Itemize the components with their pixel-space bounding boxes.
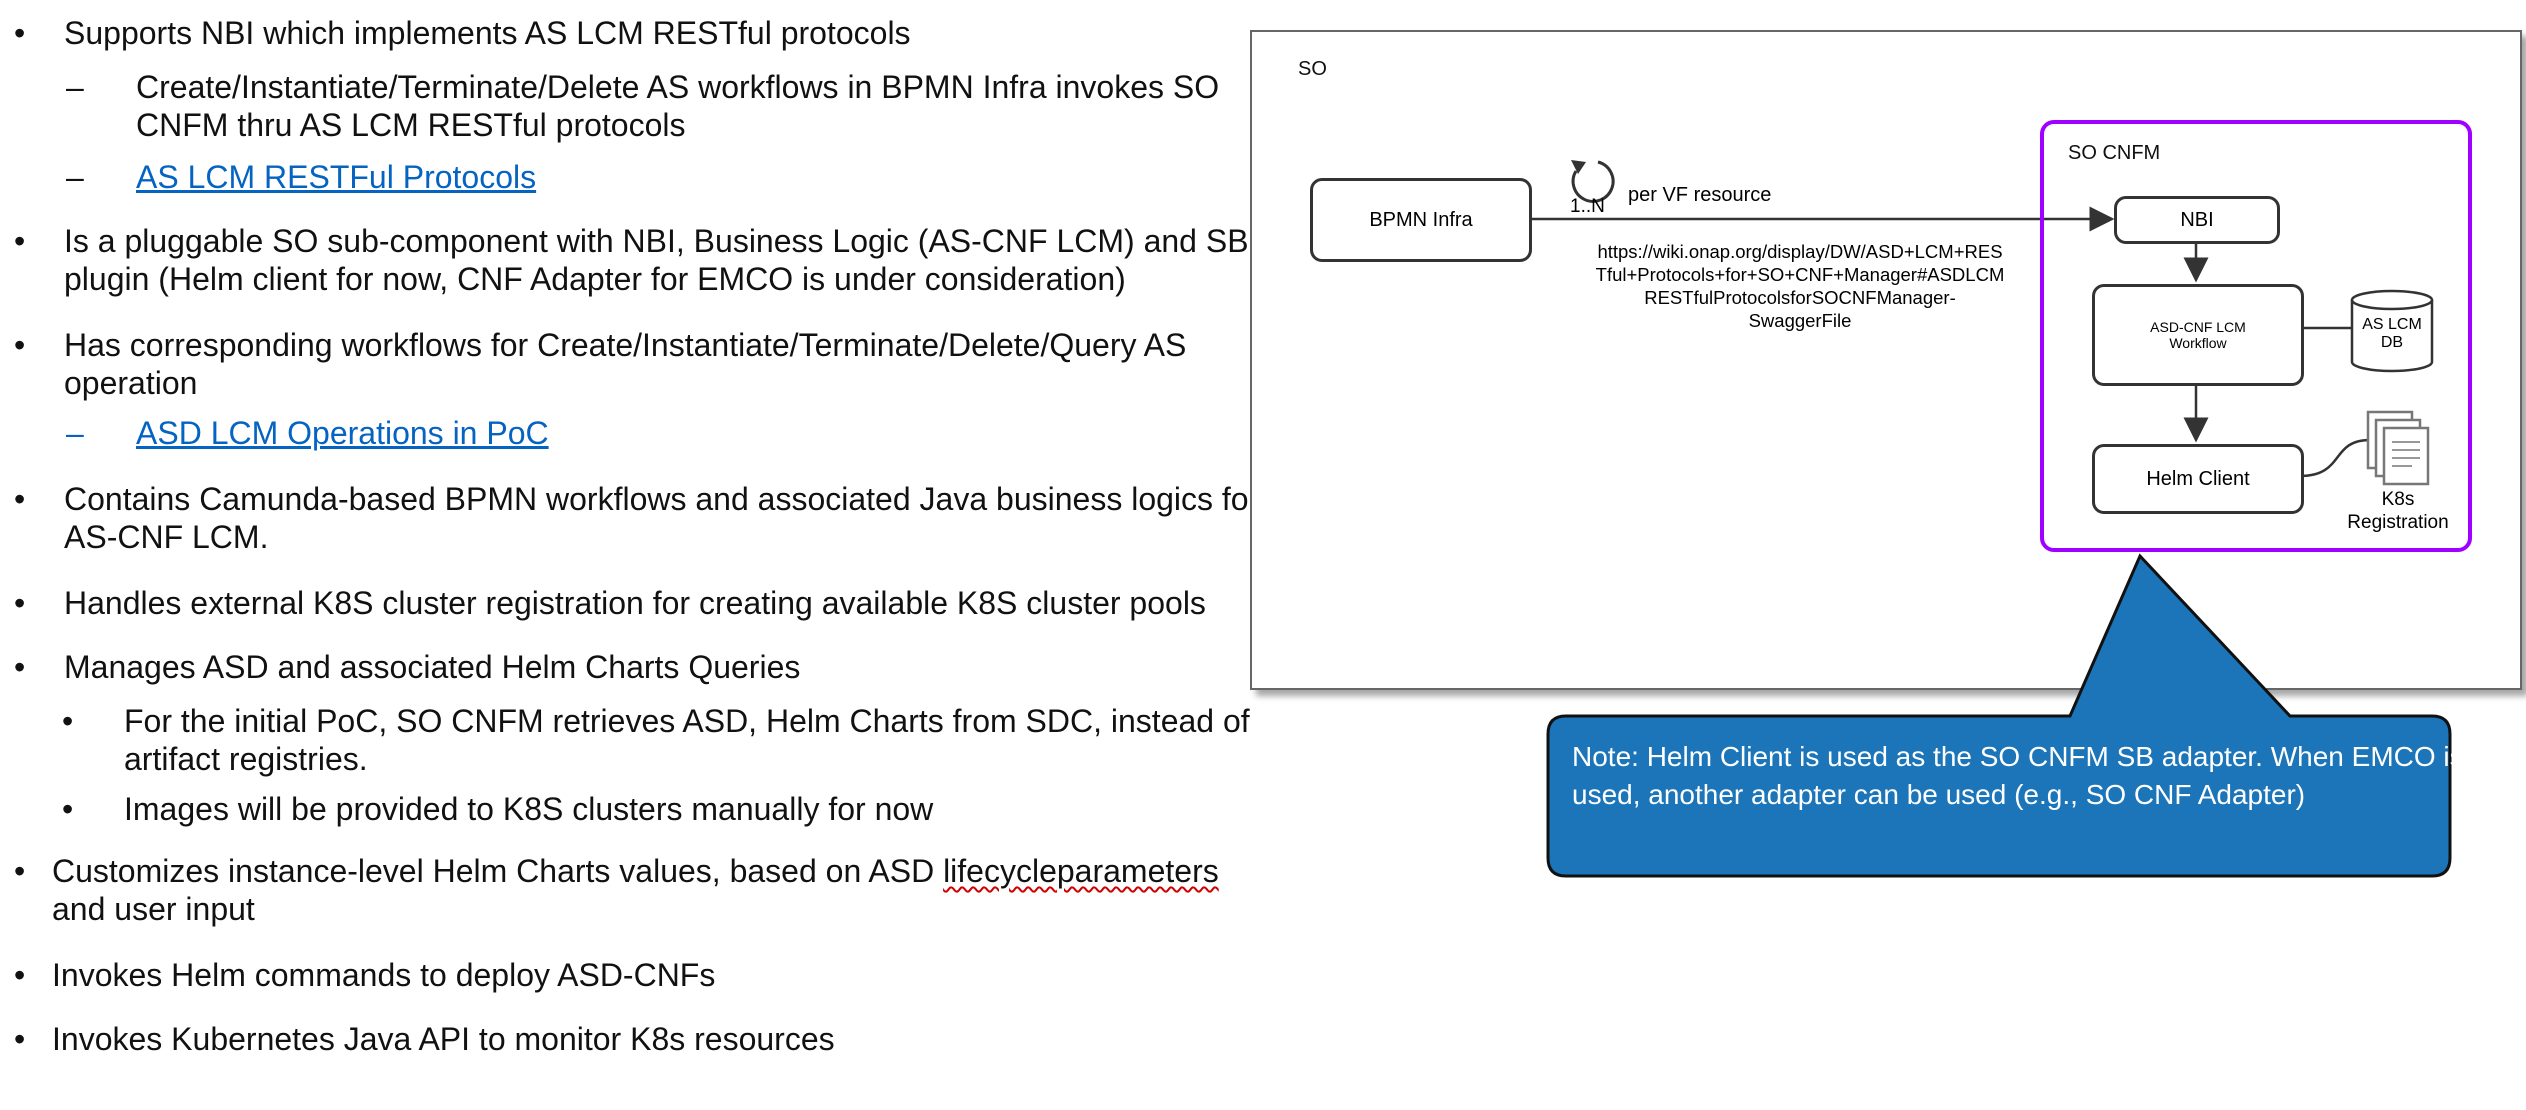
bullet-marker: •	[14, 327, 26, 363]
db-label-line: AS LCM	[2362, 316, 2422, 333]
url-line: https://wiki.onap.org/display/DW/ASD+LCM…	[1597, 241, 2003, 262]
dash-marker: –	[66, 159, 84, 195]
nbi-label: NBI	[2180, 208, 2214, 231]
sub-bullet-text: For the initial PoC, SO CNFM retrieves A…	[124, 703, 1250, 739]
asd-cnf-lcm-workflow-box: ASD-CNF LCM Workflow	[2092, 284, 2304, 386]
bpmn-infra-box: BPMN Infra	[1310, 178, 1532, 262]
note-callout-shape	[1546, 553, 2452, 878]
helm-to-k8s-line	[2299, 438, 2372, 478]
bullet-text: Is a pluggable SO sub-component with NBI…	[64, 223, 1249, 259]
bullet-text: Manages ASD and associated Helm Charts Q…	[64, 649, 801, 685]
database-icon	[2350, 289, 2434, 373]
bullet-text: Supports NBI which implements AS LCM RES…	[64, 15, 911, 51]
swagger-url-text: https://wiki.onap.org/display/DW/ASD+LCM…	[1570, 240, 2030, 332]
db-label-line: DB	[2380, 334, 2404, 351]
bullet-text: Customizes instance-level Helm Charts va…	[52, 852, 1219, 890]
bpmn-infra-label: BPMN Infra	[1369, 208, 1473, 231]
bullet-text: and user input	[52, 891, 255, 927]
loop-multiplicity-label: 1..N	[1570, 196, 1605, 217]
so-cnfm-container	[2040, 120, 2472, 552]
bullet-text: plugin (Helm client for now, CNF Adapter…	[64, 261, 1126, 297]
note-callout-text: Note: Helm Client is used as the SO CNFM…	[1572, 741, 2464, 810]
helm-client-box: Helm Client	[2092, 444, 2304, 514]
sub-bullet-text: artifact registries.	[124, 741, 368, 777]
nbi-box: NBI	[2114, 196, 2280, 244]
bullet-text: Has corresponding workflows for Create/I…	[64, 327, 1187, 363]
url-line: Tful+Protocols+for+SO+CNF+Manager#ASDLCM	[1595, 264, 2005, 285]
sub-bullet-text: Images will be provided to K8S clusters …	[124, 791, 934, 827]
url-line: SwaggerFile	[1748, 310, 1852, 331]
so-cnfm-label: SO CNFM	[2068, 142, 2161, 164]
per-vf-resource-label: per VF resource	[1628, 184, 1772, 206]
misspelled-word: lifecycleparameters	[943, 853, 1219, 889]
dash-marker: –	[66, 415, 84, 451]
as-lcm-restful-protocols-link[interactable]: AS LCM RESTFul Protocols	[136, 159, 537, 195]
bullet-marker: •	[14, 957, 26, 993]
bullet-text: Invokes Helm commands to deploy ASD-CNFs	[52, 957, 716, 993]
as-lcm-db-label: AS LCM DB	[2352, 316, 2432, 352]
bullet-marker: •	[14, 15, 26, 51]
bullet-text: operation	[64, 365, 198, 401]
k8s-registration-label: K8s Registration	[2332, 488, 2464, 534]
bullet-text: Handles external K8S cluster registratio…	[64, 585, 1206, 621]
diagram-frame	[1250, 30, 2522, 690]
bullet-marker: •	[14, 481, 26, 517]
asd-label-line: ASD-CNF LCM	[2150, 319, 2246, 335]
asd-label-line: Workflow	[2169, 335, 2227, 351]
helm-client-label: Helm Client	[2146, 467, 2250, 490]
k8s-label-line: K8s	[2381, 489, 2415, 510]
bullet-marker: •	[14, 649, 26, 685]
loop-icon	[1571, 160, 1615, 203]
bullet-marker: •	[14, 223, 26, 259]
k8s-label-line: Registration	[2347, 512, 2449, 533]
bullet-text-part: Customizes instance-level Helm Charts va…	[52, 853, 944, 889]
sub-bullet-marker: •	[62, 791, 74, 827]
url-line: RESTfulProtocolsforSOCNFManager-	[1644, 287, 1956, 308]
bullet-text: AS-CNF LCM.	[64, 519, 269, 555]
bullet-marker: •	[14, 1021, 26, 1057]
bullet-marker: •	[14, 585, 26, 621]
bullet-text: Contains Camunda-based BPMN workflows an…	[64, 481, 1260, 517]
bullet-text: Invokes Kubernetes Java API to monitor K…	[52, 1021, 835, 1057]
bullet-marker: •	[14, 853, 26, 889]
sub-bullet-text: CNFM thru AS LCM RESTful protocols	[136, 107, 686, 143]
sub-bullet-marker: •	[62, 703, 74, 739]
sub-bullet-text: Create/Instantiate/Terminate/Delete AS w…	[136, 69, 1220, 105]
so-label: SO	[1298, 58, 1327, 80]
documents-icon	[2366, 410, 2430, 486]
asd-lcm-operations-link[interactable]: ASD LCM Operations in PoC	[136, 415, 549, 451]
dash-marker: –	[66, 69, 84, 105]
